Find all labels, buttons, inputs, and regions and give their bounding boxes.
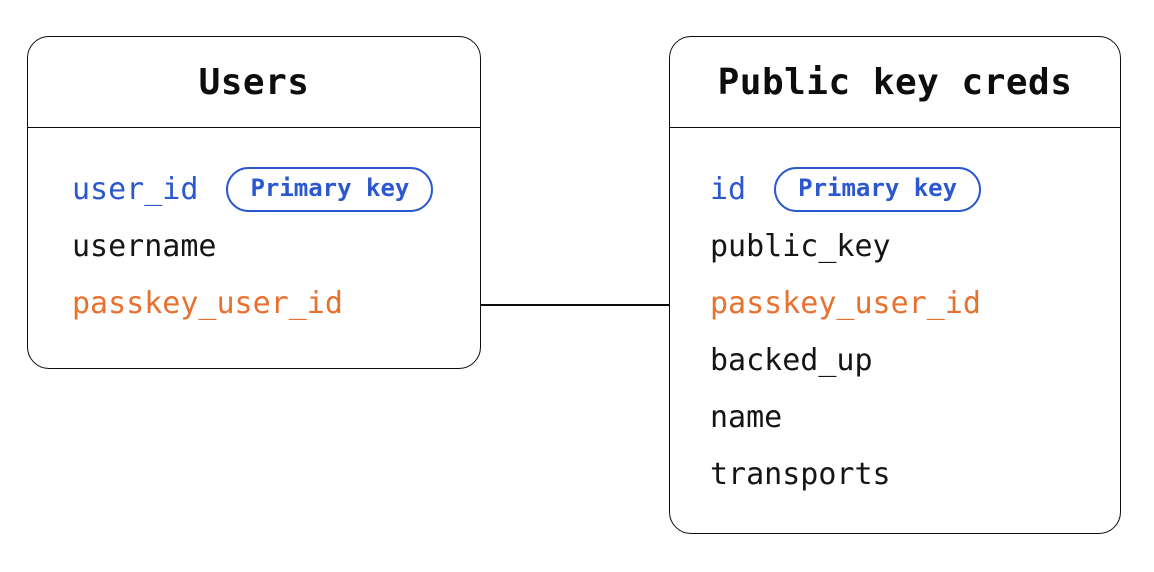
primary-key-badge: Primary key <box>774 167 982 212</box>
field-name: name <box>710 400 783 435</box>
table-users-body: user_id Primary key username passkey_use… <box>28 128 480 332</box>
field-row-transports: transports <box>670 446 1120 503</box>
field-name: id <box>710 172 747 207</box>
table-public-key-creds: Public key creds id Primary key public_k… <box>669 36 1121 534</box>
field-row-backed-up: backed_up <box>670 332 1120 389</box>
field-name: passkey_user_id <box>72 286 343 321</box>
field-row-public-key: public_key <box>670 218 1120 275</box>
field-name: passkey_user_id <box>710 286 981 321</box>
field-row-passkey-user-id: passkey_user_id <box>28 275 480 332</box>
table-users: Users user_id Primary key username passk… <box>27 36 481 369</box>
field-name: username <box>72 229 217 264</box>
table-public-key-creds-body: id Primary key public_key passkey_user_i… <box>670 128 1120 503</box>
table-title: Public key creds <box>717 61 1073 103</box>
primary-key-badge: Primary key <box>226 167 434 212</box>
field-row-id: id Primary key <box>670 161 1120 218</box>
table-public-key-creds-header: Public key creds <box>670 37 1120 128</box>
table-title: Users <box>198 61 310 103</box>
field-row-passkey-user-id: passkey_user_id <box>670 275 1120 332</box>
field-name: user_id <box>72 172 199 207</box>
relationship-connector-line <box>481 304 669 306</box>
field-name: transports <box>710 457 891 492</box>
field-name: backed_up <box>710 343 873 378</box>
field-row-user-id: user_id Primary key <box>28 161 480 218</box>
field-name: public_key <box>710 229 891 264</box>
field-row-name: name <box>670 389 1120 446</box>
field-row-username: username <box>28 218 480 275</box>
table-users-header: Users <box>28 37 480 128</box>
